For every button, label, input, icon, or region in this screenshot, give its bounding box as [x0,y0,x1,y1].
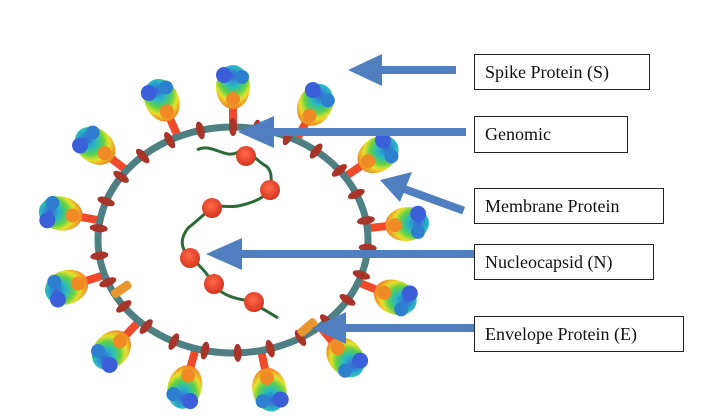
arrow-nucleocapsid [206,238,476,270]
membrane-protein-icon [135,148,150,164]
membrane-protein-icon [265,339,275,358]
membrane-protein-icon [358,243,377,252]
spike-protein-icon [366,205,430,242]
label-membrane-protein: Membrane Protein [474,188,664,224]
membrane-protein-icon [90,251,109,260]
spike-protein-icon [216,65,250,127]
spike-protein-icon [342,132,399,181]
label-genomic: Genomic [474,116,628,153]
arrow-membrane [380,172,466,215]
label-membrane-protein-text: Membrane Protein [485,195,620,216]
membrane-protein-icon [331,164,347,177]
label-envelope-protein: Envelope Protein (E) [474,316,684,352]
spike-protein-icon [38,195,101,231]
arrow-group [206,54,478,344]
nucleocapsid-group [180,146,280,312]
spike-protein-icon [166,347,203,410]
arrow-envelope [312,312,478,344]
membrane-protein-icon [352,270,371,280]
label-envelope-protein-text: Envelope Protein (E) [485,323,637,344]
nucleocapsid-bead-icon [236,146,256,166]
membrane-protein-icon [229,118,237,136]
membrane-protein-icon [233,343,242,362]
label-spike-protein: Spike Protein (S) [474,54,650,90]
membrane-protein-icon [113,170,129,183]
membrane-protein-icon [200,341,210,360]
nucleocapsid-bead-icon [202,198,222,218]
membrane-protein-icon [164,132,176,149]
nucleocapsid-bead-icon [204,274,224,294]
nucleocapsid-bead-icon [244,292,264,312]
membrane-protein-icon [139,319,153,334]
label-nucleocapsid-text: Nucleocapsid (N) [485,251,613,272]
membrane-protein-icon [99,277,117,288]
nucleocapsid-bead-icon [180,248,200,268]
membrane-protein-icon [195,121,205,140]
spike-protein-icon [72,125,130,174]
membrane-protein-icon [347,188,365,200]
label-nucleocapsid: Nucleocapsid (N) [474,244,654,280]
membrane-protein-icon [294,329,307,346]
arrow-genomic [238,116,466,148]
spike-protein-icon [140,79,182,139]
arrow-spike [348,54,456,86]
membrane-protein-icon [168,333,180,350]
spike-protein-icon [44,269,106,308]
spike-protein-icon [252,349,289,412]
membrane-protein-icon [357,216,375,225]
membrane-protein-icon [116,300,132,313]
membrane-protein-icon [89,224,108,233]
spike-protein-icon [90,318,143,373]
membrane-protein-icon [309,143,323,159]
envelope-protein-left [110,280,132,299]
membrane-protein-icon [339,294,356,306]
rna-strand [180,146,279,320]
spike-protein-icon [292,82,335,143]
envelope-protein-right [297,318,318,337]
label-genomic-text: Genomic [485,124,551,144]
label-spike-protein-text: Spike Protein (S) [485,61,609,82]
membrane-protein-icon [97,196,115,207]
envelope-protein-group [110,280,318,337]
spike-protein-icon [356,278,418,317]
nucleocapsid-bead-icon [260,180,280,200]
